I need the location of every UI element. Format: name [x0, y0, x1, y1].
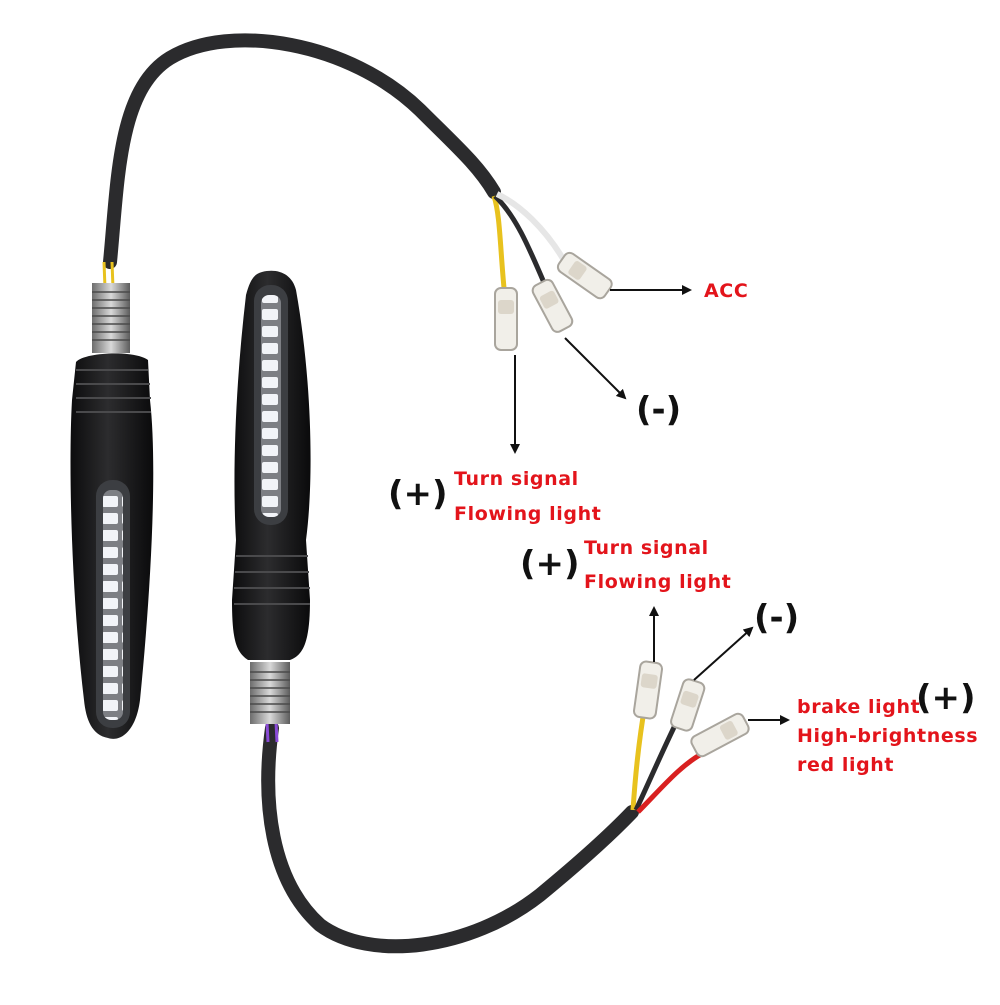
label-turn-mid-1: Turn signal [584, 537, 709, 559]
label-plus-brake: (+) [916, 678, 976, 718]
label-brake-3: red light [797, 754, 895, 776]
arrow-neg-top [564, 337, 627, 400]
label-plus-mid: (+) [520, 544, 580, 584]
lower-connector-yellow [632, 660, 664, 720]
lower-cable [261, 660, 750, 954]
label-brake-2: High-brightness [797, 725, 979, 747]
label-plus-top: (+) [388, 474, 448, 514]
label-turn-mid-2: Flowing light [584, 571, 732, 593]
upper-connector-yellow [494, 287, 518, 351]
annotation-arrows [510, 285, 790, 725]
label-turn-top-2: Flowing light [454, 503, 602, 525]
label-brake-1: brake light [797, 696, 921, 718]
upper-cable [102, 33, 613, 351]
arrow-neg-bottom [693, 626, 754, 681]
lower-connector-red [690, 712, 750, 758]
upper-connector-black [531, 278, 574, 333]
right-indicator-lamp [232, 270, 311, 724]
label-neg-bottom: (-) [754, 598, 800, 638]
label-acc: ACC [704, 280, 749, 302]
upper-connector-white [556, 251, 613, 300]
left-indicator-lamp [70, 283, 154, 739]
label-neg-top: (-) [636, 390, 682, 430]
lower-connector-black [670, 678, 706, 732]
label-turn-top-1: Turn signal [454, 468, 579, 490]
